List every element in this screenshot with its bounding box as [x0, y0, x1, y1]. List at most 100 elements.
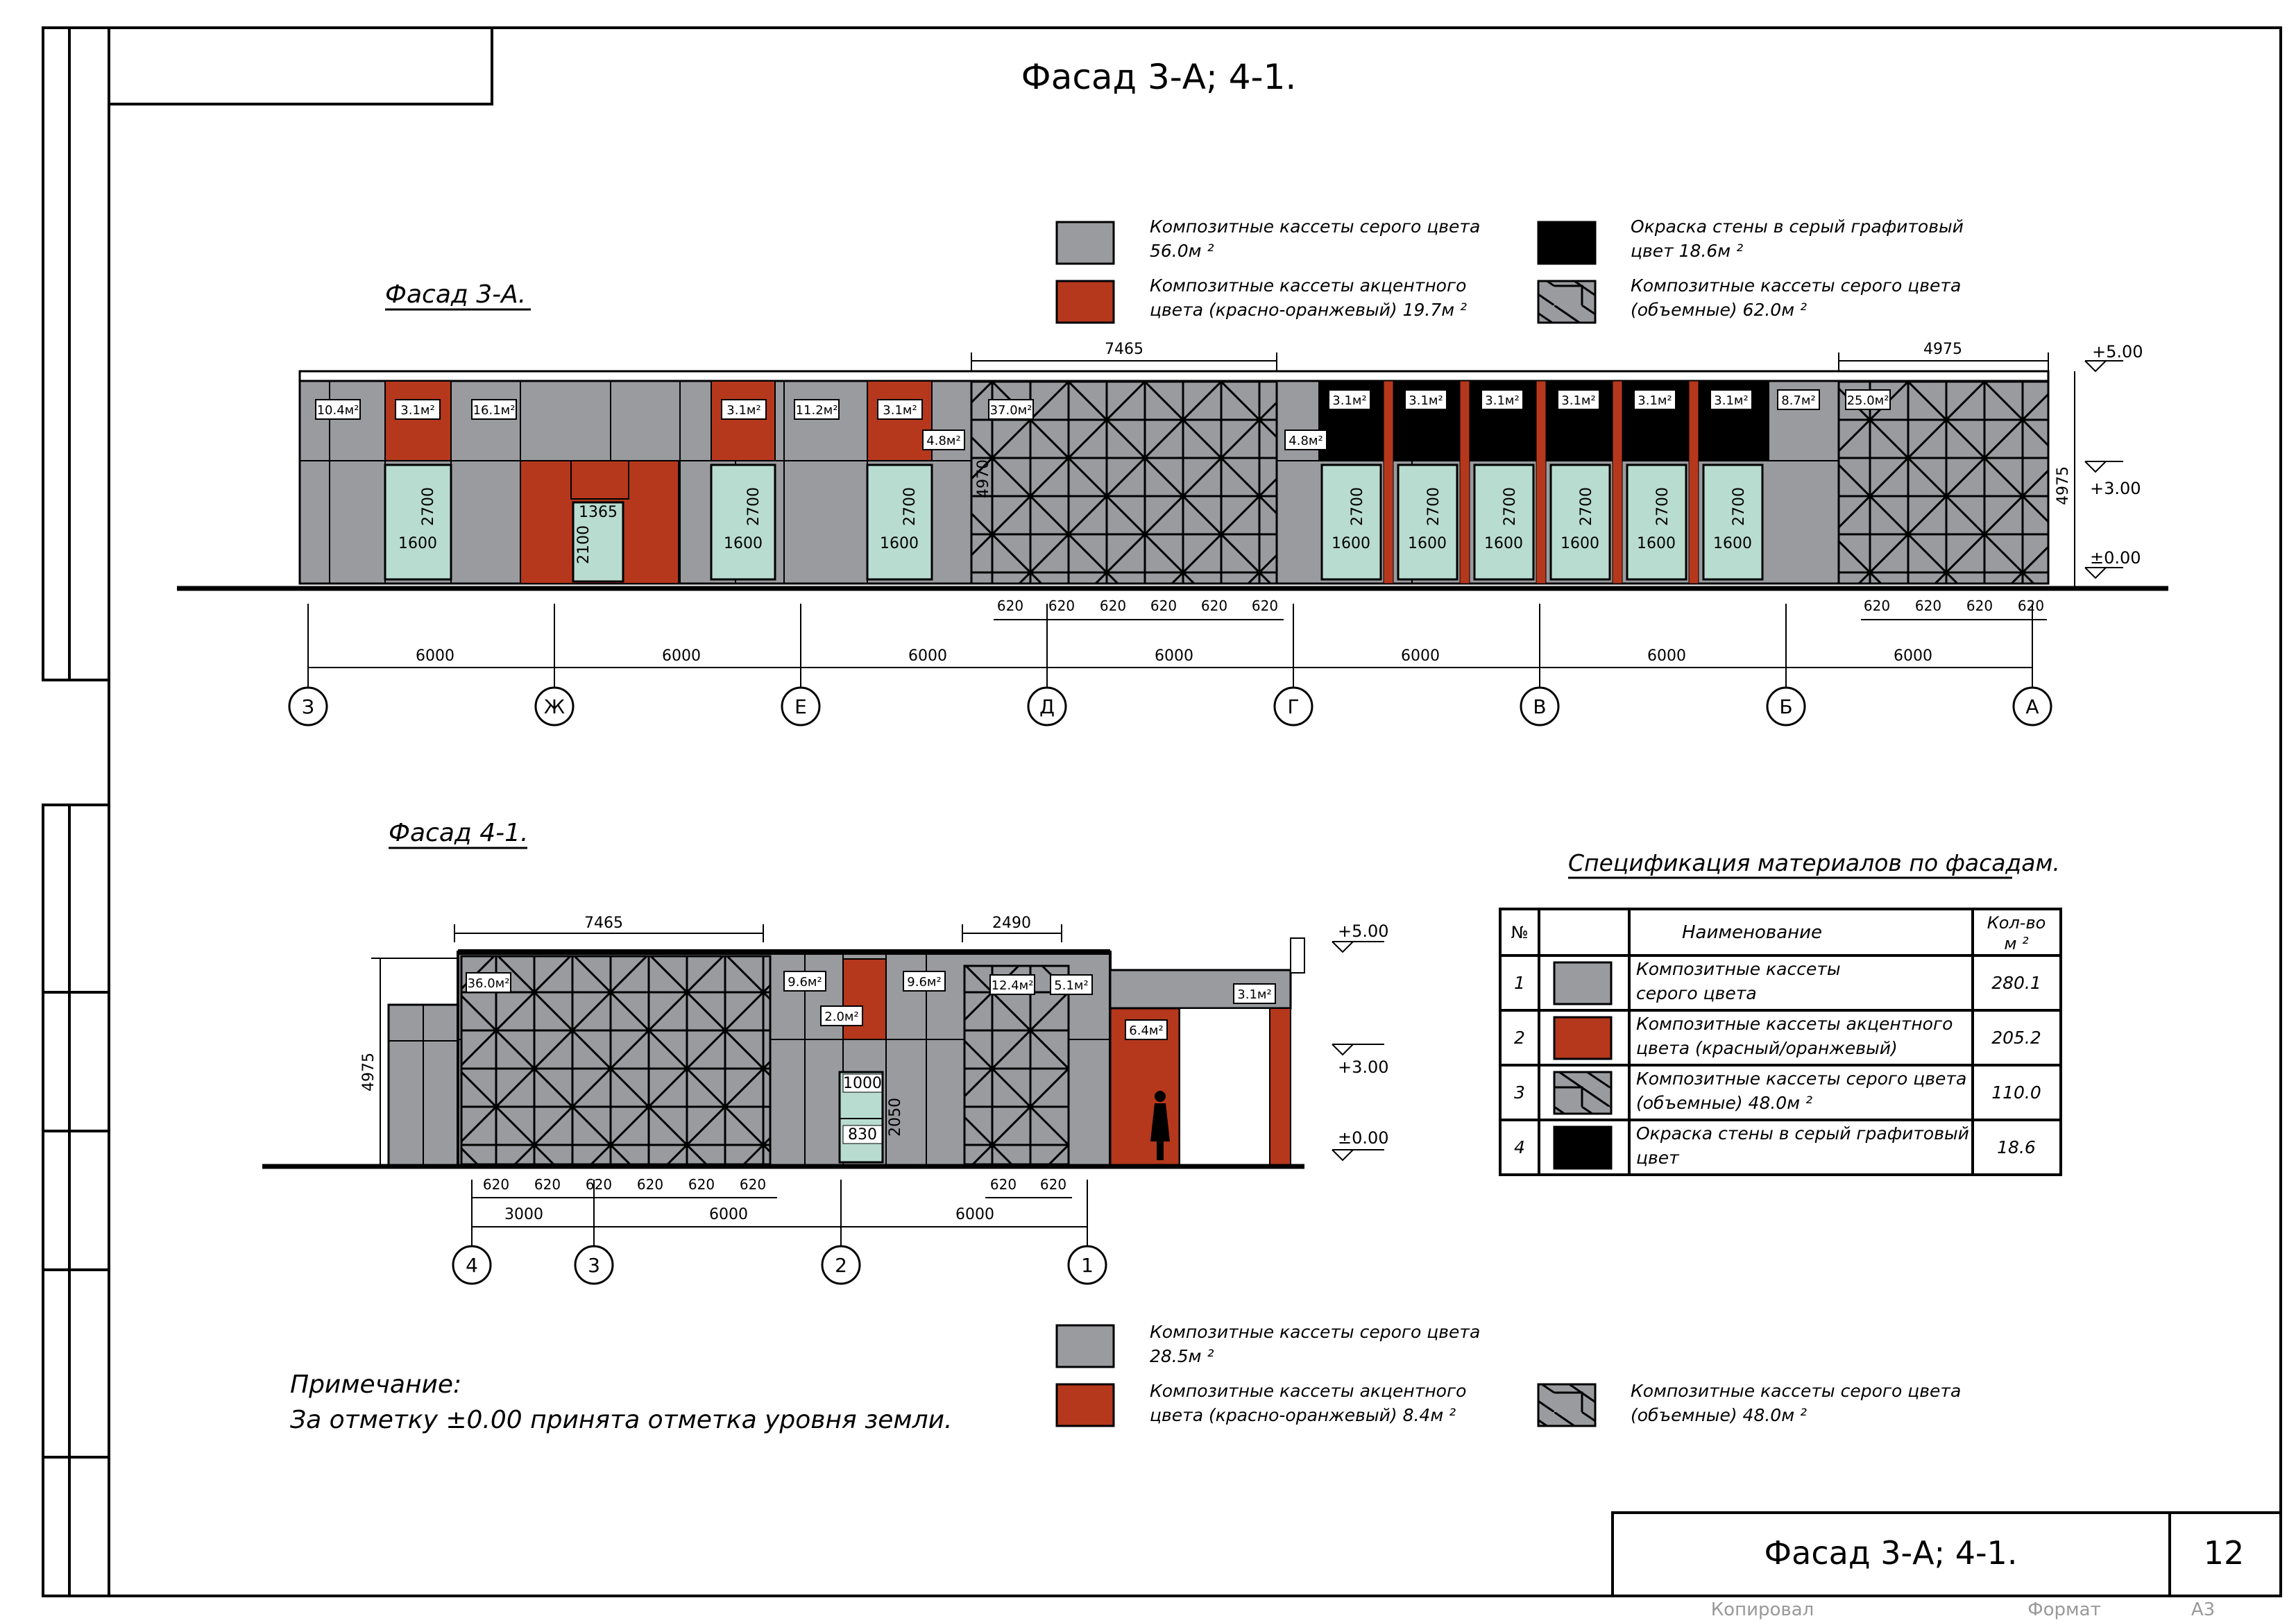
window-width: 1600	[1332, 535, 1370, 552]
facade-a-title: Фасад 3-А.	[385, 280, 526, 309]
spec-row: 2 Композитные кассеты акцентного цвета (…	[1514, 1014, 2041, 1060]
legend-text: цвет 18.6м ²	[1631, 241, 1743, 261]
area-label: 3.1м²	[1485, 393, 1519, 408]
module-dim: 620	[990, 1176, 1017, 1193]
module-dim: 620	[637, 1176, 663, 1193]
level-mark: +5.00	[2092, 342, 2143, 362]
window-width: 1600	[880, 535, 919, 552]
facade-b-module-dims: 620 620 620 620 620 620 620 620	[483, 1176, 1066, 1193]
legend-text: (объемные) 62.0м ²	[1631, 300, 1807, 320]
module-dim: 620	[1150, 597, 1177, 614]
window-height: 2700	[420, 487, 437, 526]
area-label: 9.6м²	[907, 975, 941, 989]
vertical-dim: 4975	[2055, 466, 2072, 505]
door-dim: 1000	[843, 1075, 882, 1092]
spec-row-num: 1	[1514, 973, 1525, 993]
legend-text: 56.0м ²	[1150, 241, 1214, 261]
window-width: 1600	[1561, 535, 1599, 552]
spec-row-name: Композитные кассеты серого цвета	[1636, 1069, 1966, 1089]
window-height: 2700	[1502, 487, 1519, 526]
axis-label: 3	[588, 1254, 600, 1277]
spec-col-num: №	[1511, 923, 1529, 942]
top-dim: 7465	[584, 915, 623, 932]
facade-a-module-dims: 620 620 620 620 620 620 620 620 620 620	[997, 597, 2044, 614]
window-width: 1600	[1484, 535, 1523, 552]
module-dim: 620	[1864, 597, 1890, 614]
spec-title: Спецификация материалов по фасадам.	[1568, 849, 2060, 876]
span-dim: 6000	[709, 1206, 748, 1223]
window-width: 1600	[1713, 535, 1752, 552]
sheet-number: 12	[2204, 1534, 2245, 1572]
module-dim: 620	[2018, 597, 2044, 614]
area-label: 2.0м²	[824, 1010, 858, 1024]
facade-a-levels	[2074, 360, 2123, 588]
area-label: 8.7м²	[1781, 393, 1815, 408]
window-height: 2700	[1425, 487, 1443, 526]
area-label: 3.1м²	[400, 403, 434, 418]
facade-b-span-dims: 3000 6000 6000	[504, 1206, 994, 1223]
axis-label: А	[2025, 695, 2039, 718]
axis-label: 2	[835, 1254, 847, 1277]
window-height: 2700	[1654, 487, 1672, 526]
spec-row-num: 3	[1514, 1082, 1525, 1103]
top-dim: 2490	[992, 915, 1031, 932]
span-dim: 3000	[504, 1206, 543, 1223]
legend-text: Композитные кассеты акцентного	[1150, 1381, 1466, 1401]
span-dim: 6000	[662, 647, 701, 665]
top-dim: 4975	[1923, 341, 1962, 358]
footer-format-label: Формат	[2027, 1599, 2101, 1620]
window-height: 2700	[1349, 487, 1366, 526]
level-mark: +3.00	[1338, 1057, 1389, 1077]
spec-row-name: цвет	[1636, 1148, 1680, 1168]
span-dim: 6000	[908, 647, 947, 665]
axis-label: Г	[1287, 695, 1299, 718]
area-label: 3.1м²	[1561, 393, 1595, 408]
spec-row-qty: 18.6	[1997, 1137, 2036, 1157]
window-height: 2700	[745, 487, 763, 526]
module-dim: 620	[483, 1176, 509, 1193]
spec-row-num: 4	[1514, 1137, 1525, 1157]
facade-a-building	[177, 370, 2168, 591]
span-dim: 6000	[1401, 647, 1440, 665]
facade-b-title: Фасад 4-1.	[389, 819, 528, 847]
axis-label: В	[1533, 695, 1546, 718]
module-dim: 620	[740, 1176, 766, 1193]
legend-swatch-pattern	[1537, 280, 1597, 324]
spec-swatch-gray	[1553, 961, 1613, 1005]
note-text: За отметку ±0.00 принята отметка уровня …	[290, 1406, 952, 1434]
facade-a-legend: Композитные кассеты серого цвета 56.0м ²…	[1055, 216, 1964, 324]
stamp-title: Фасад 3-А; 4-1.	[1764, 1534, 2018, 1572]
spec-row-qty: 205.2	[1991, 1028, 2041, 1048]
area-label: 12.4м²	[992, 978, 1034, 993]
window-width: 1600	[398, 535, 437, 552]
door-width: 1365	[579, 504, 618, 521]
module-dim: 620	[688, 1176, 715, 1193]
level-mark: ±0.00	[2090, 548, 2141, 568]
axis-label: Б	[1779, 695, 1792, 718]
spec-col-name: Наименование	[1682, 922, 1822, 943]
area-label: 3.1м²	[883, 403, 917, 418]
area-label: 11.2м²	[796, 403, 838, 418]
footer-format-value: А3	[2191, 1599, 2215, 1620]
module-dim: 620	[997, 597, 1023, 614]
axis-label: З	[302, 695, 314, 718]
spec-row: 1 Композитные кассеты серого цвета 280.1	[1514, 959, 2041, 1005]
legend-swatch-pattern	[1537, 1383, 1597, 1427]
window-height: 2700	[901, 487, 919, 526]
spec-swatch-pattern	[1553, 1071, 1613, 1115]
legend-text: Композитные кассеты серого цвета	[1631, 275, 1961, 296]
module-dim: 620	[1040, 1176, 1066, 1193]
facade-a-area-labels: 10.4м² 3.1м² 16.1м² 3.1м² 11.2м² 3.1м² 4…	[315, 389, 1891, 450]
vertical-dim: 4970	[975, 459, 992, 498]
spec-swatch-black	[1553, 1125, 1613, 1170]
window-width: 1600	[1408, 535, 1447, 552]
spec-row-name: (объемные) 48.0м ²	[1636, 1093, 1812, 1113]
footer-copied: Копировал	[1711, 1599, 1814, 1620]
spec-row-num: 2	[1514, 1028, 1525, 1048]
window-width: 1600	[1637, 535, 1676, 552]
facade-a-top-dims	[971, 352, 2049, 371]
area-label: 3.1м²	[1409, 393, 1443, 408]
axis-label: Д	[1039, 695, 1055, 718]
facade-b-top-dims	[371, 924, 1062, 1166]
